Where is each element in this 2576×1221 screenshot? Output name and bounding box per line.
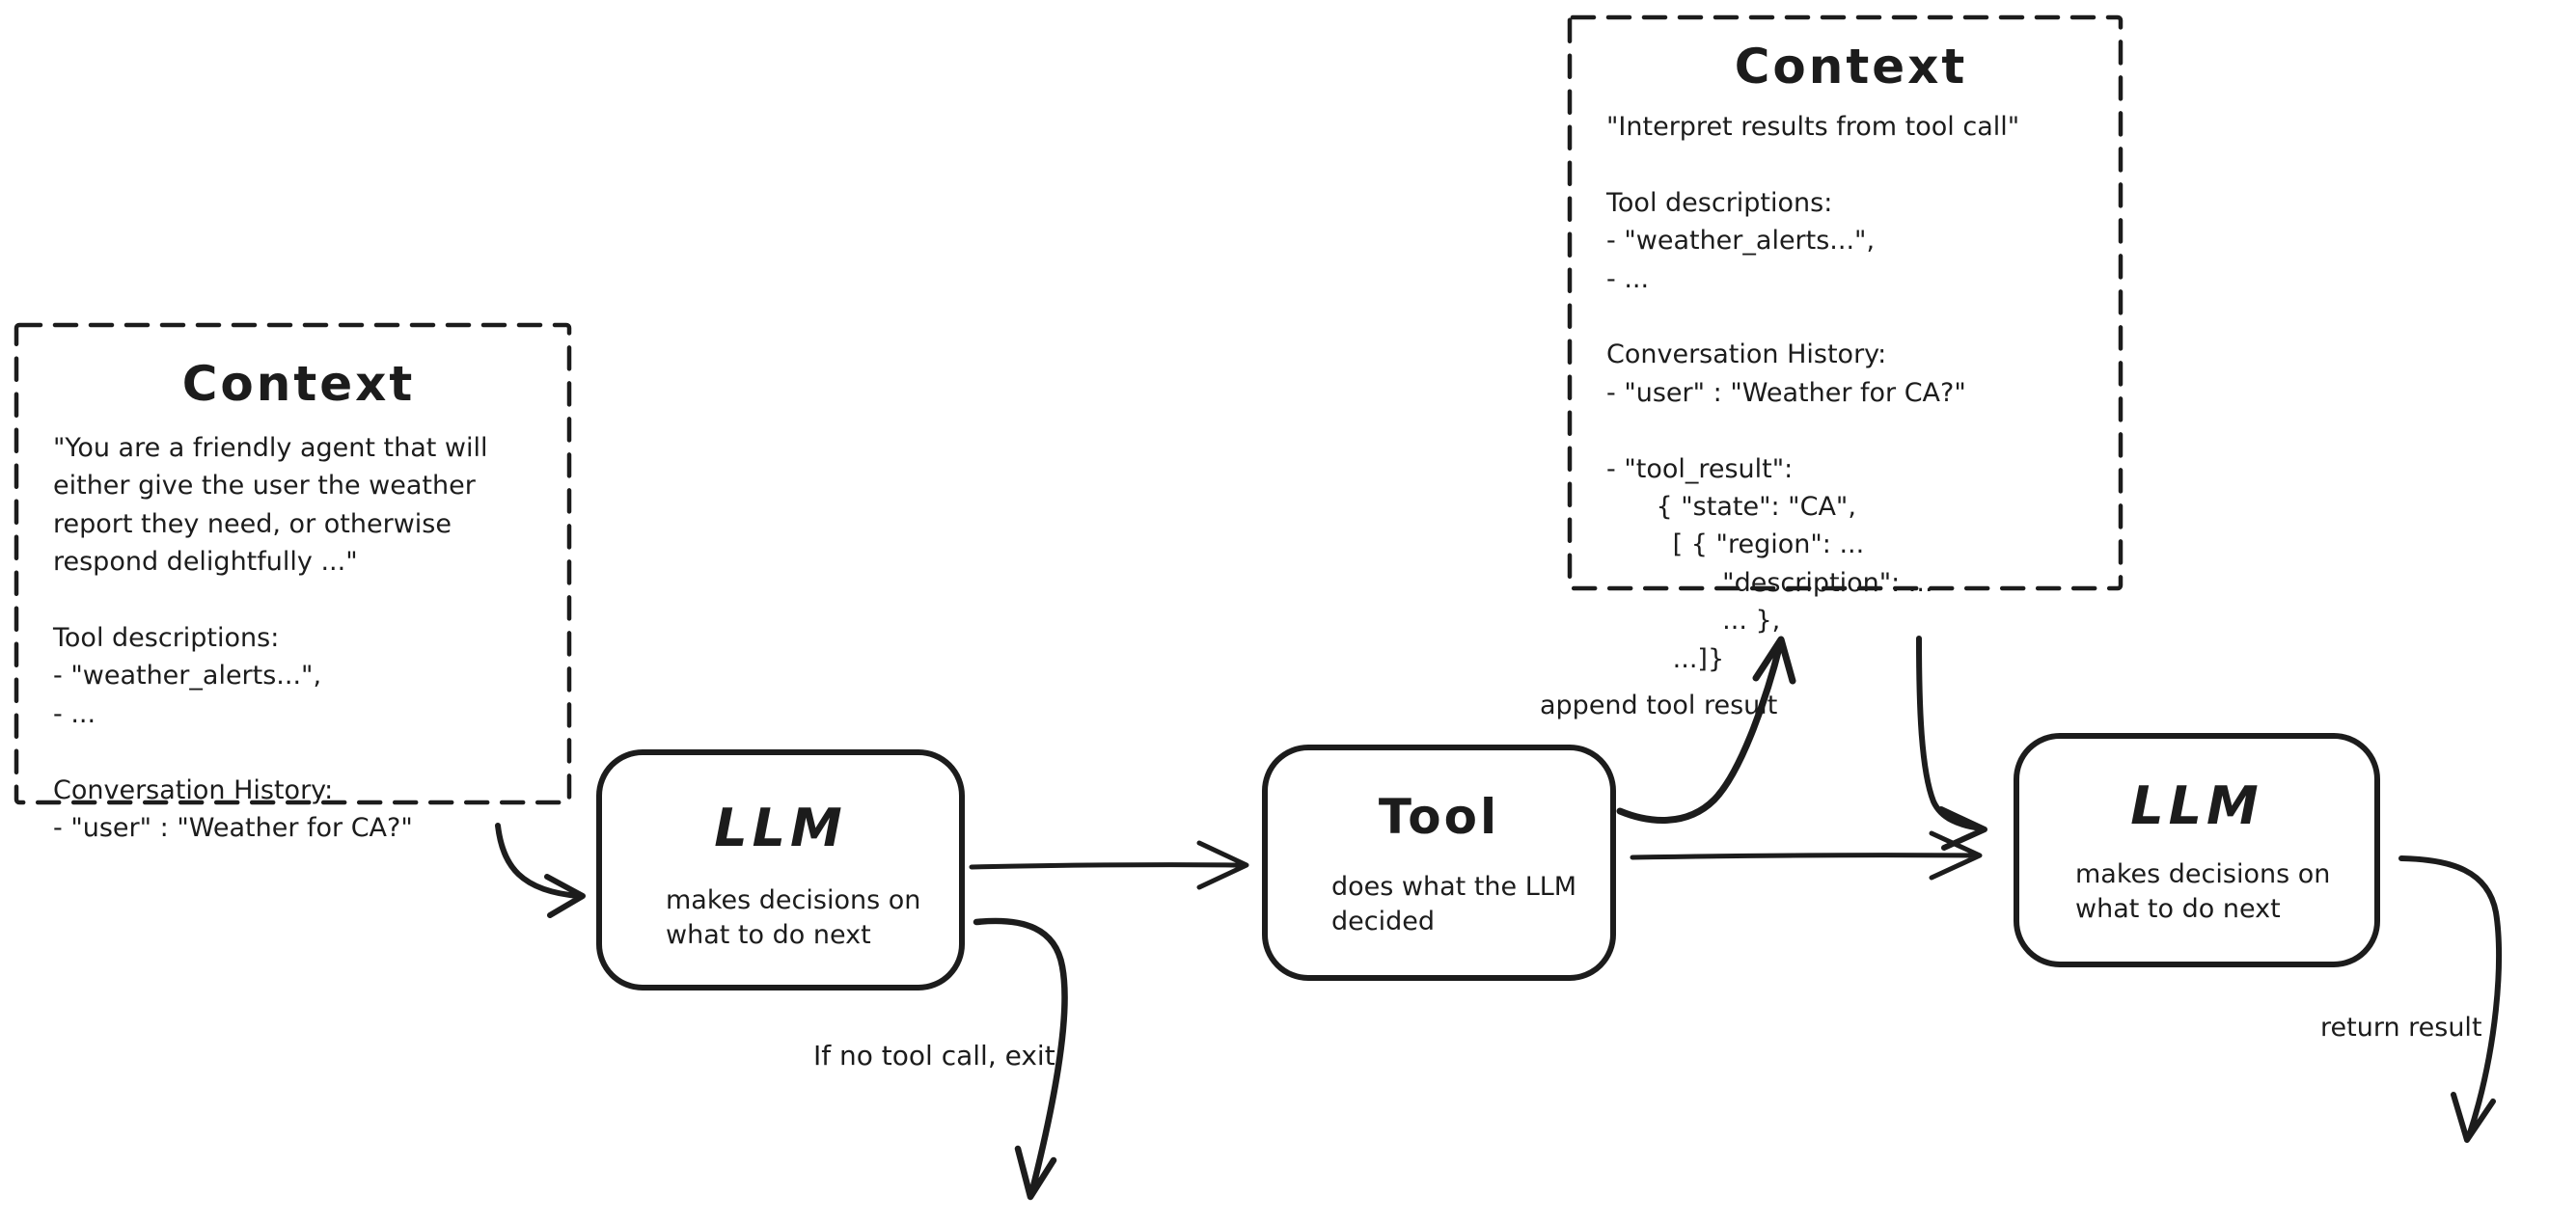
arrow-llm1-to-tool <box>969 840 1249 890</box>
edge-label-return-result: return result <box>2320 1013 2482 1043</box>
context-top-box: Context "Interpret results from tool cal… <box>1570 17 2121 674</box>
llm-node-2: LLM makes decisions on what to do next <box>2014 733 2380 967</box>
context-top-title: Context <box>1734 39 1968 95</box>
llm-node-1: LLM makes decisions on what to do next <box>596 749 965 990</box>
context-left-box: Context "You are a friendly agent that w… <box>16 325 569 843</box>
edge-label-append-tool-result: append tool result <box>1540 691 1778 720</box>
tool-node-title: Tool <box>1378 789 1500 845</box>
context-top-body: "Interpret results from tool call" Tool … <box>1606 112 2020 674</box>
llm-node-1-title: LLM <box>714 798 847 858</box>
edge-label-no-tool-call-exit: If no tool call, exit <box>813 1040 1055 1072</box>
tool-node-subtitle: does what the LLM decided <box>1331 872 1577 937</box>
arrow-tool-to-llm2 <box>1630 830 1983 881</box>
llm-node-1-subtitle: makes decisions on what to do next <box>666 885 921 951</box>
tool-node: Tool does what the LLM decided <box>1262 745 1616 981</box>
llm-node-2-title: LLM <box>2130 775 2263 836</box>
arrow-llm2-return <box>2398 855 2503 1143</box>
llm-node-2-subtitle: makes decisions on what to do next <box>2075 859 2331 925</box>
context-left-title: Context <box>181 356 416 412</box>
context-left-body: "You are a friendly agent that will eith… <box>53 433 488 844</box>
